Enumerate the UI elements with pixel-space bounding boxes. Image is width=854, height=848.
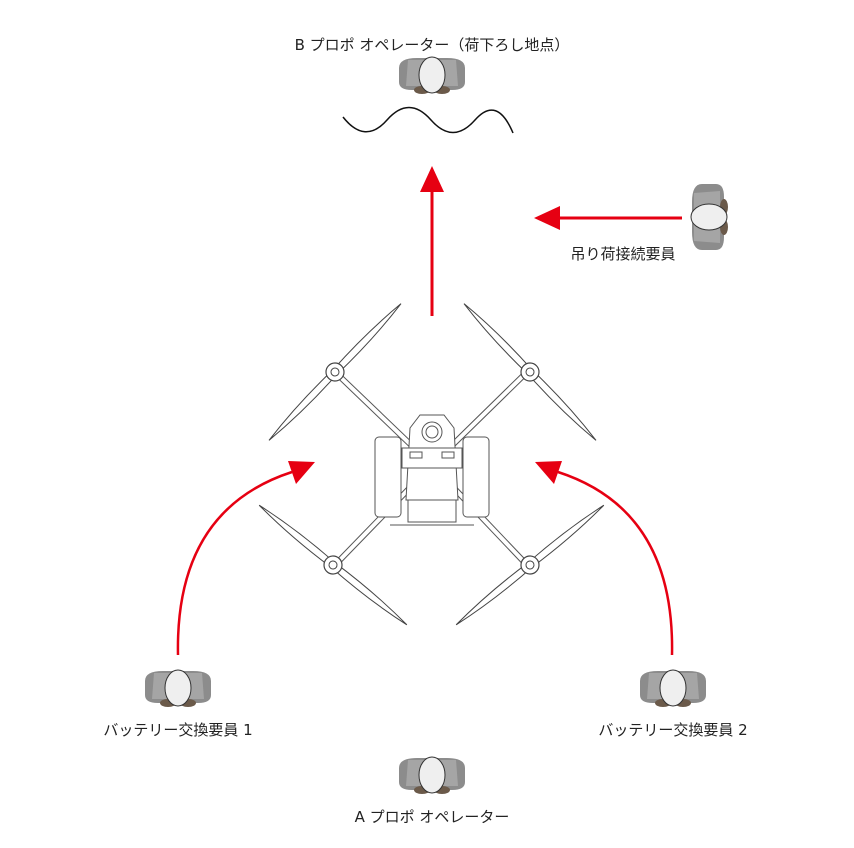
arrow-curve-left-head [288,461,315,484]
arrow-curve-right [557,470,674,656]
drone-icon [252,296,611,633]
landing-zone-wave [342,106,514,134]
battery-2-person-icon [639,669,707,708]
load-connector-label: 吊り荷接続要員 [570,245,676,263]
battery-1-label: バッテリー交換要員 1 [103,721,253,739]
arrow-left-head [534,206,560,230]
battery-2-label: バッテリー交換要員 2 [598,721,748,739]
operator-a-label: A プロポ オペレーター [354,808,510,826]
propeller-front-right [456,296,604,448]
operator-b-icon [398,56,466,95]
load-connector-icon [690,183,729,251]
propeller-rear-left [252,497,414,633]
battery-1-person-icon [144,669,212,708]
operator-a-icon [398,756,466,795]
propeller-rear-right [449,497,611,633]
arrow-up-head [420,166,444,192]
arrow-curve-right-head [535,461,562,484]
operator-b-label: B プロポ オペレーター（荷下ろし地点） [294,36,570,54]
arrow-curve-left [176,470,293,656]
arrows [176,166,682,656]
